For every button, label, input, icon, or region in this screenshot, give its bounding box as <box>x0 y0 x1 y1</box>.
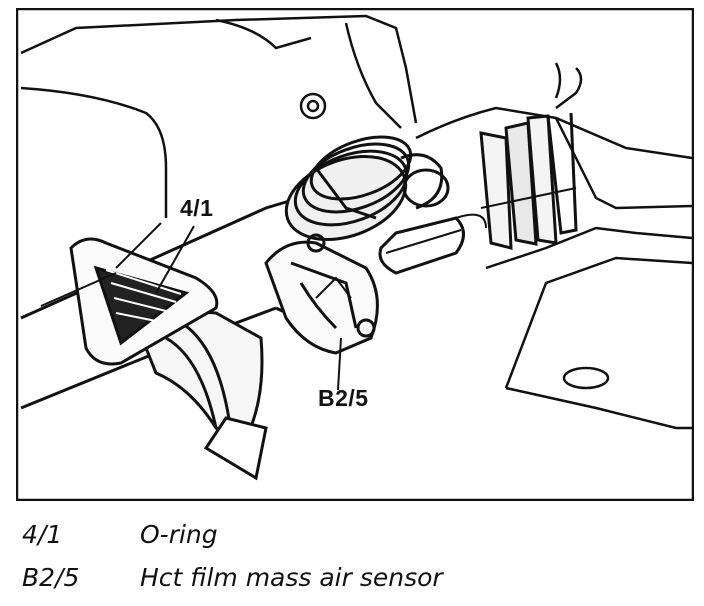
air-mass-sensor <box>264 233 379 355</box>
bellows-boot <box>479 112 578 250</box>
mechanical-illustration <box>16 8 694 501</box>
legend-item: 4/1 O-ring <box>22 520 682 563</box>
leader-b2-5 <box>337 337 342 391</box>
legend: 4/1 O-ring B2/5 Hct film mass air sensor <box>22 520 682 606</box>
leader-4-1 <box>155 225 195 294</box>
legend-description: O-ring <box>140 520 218 549</box>
diagram-figure <box>16 8 694 501</box>
legend-code: 4/1 <box>22 520 63 549</box>
upper-housing <box>20 14 418 218</box>
figure-frame <box>16 8 694 501</box>
right-panel <box>415 62 693 430</box>
legend-item: B2/5 Hct film mass air sensor <box>22 563 682 606</box>
hose-clamp <box>144 310 268 481</box>
o-ring <box>40 222 219 366</box>
legend-description: Hct film mass air sensor <box>140 563 443 592</box>
callout-b2-5: B2/5 <box>318 385 369 411</box>
legend-code: B2/5 <box>22 563 80 592</box>
callout-4-1: 4/1 <box>180 195 214 221</box>
leader-lines <box>155 225 342 391</box>
sensor-connector <box>284 135 577 275</box>
